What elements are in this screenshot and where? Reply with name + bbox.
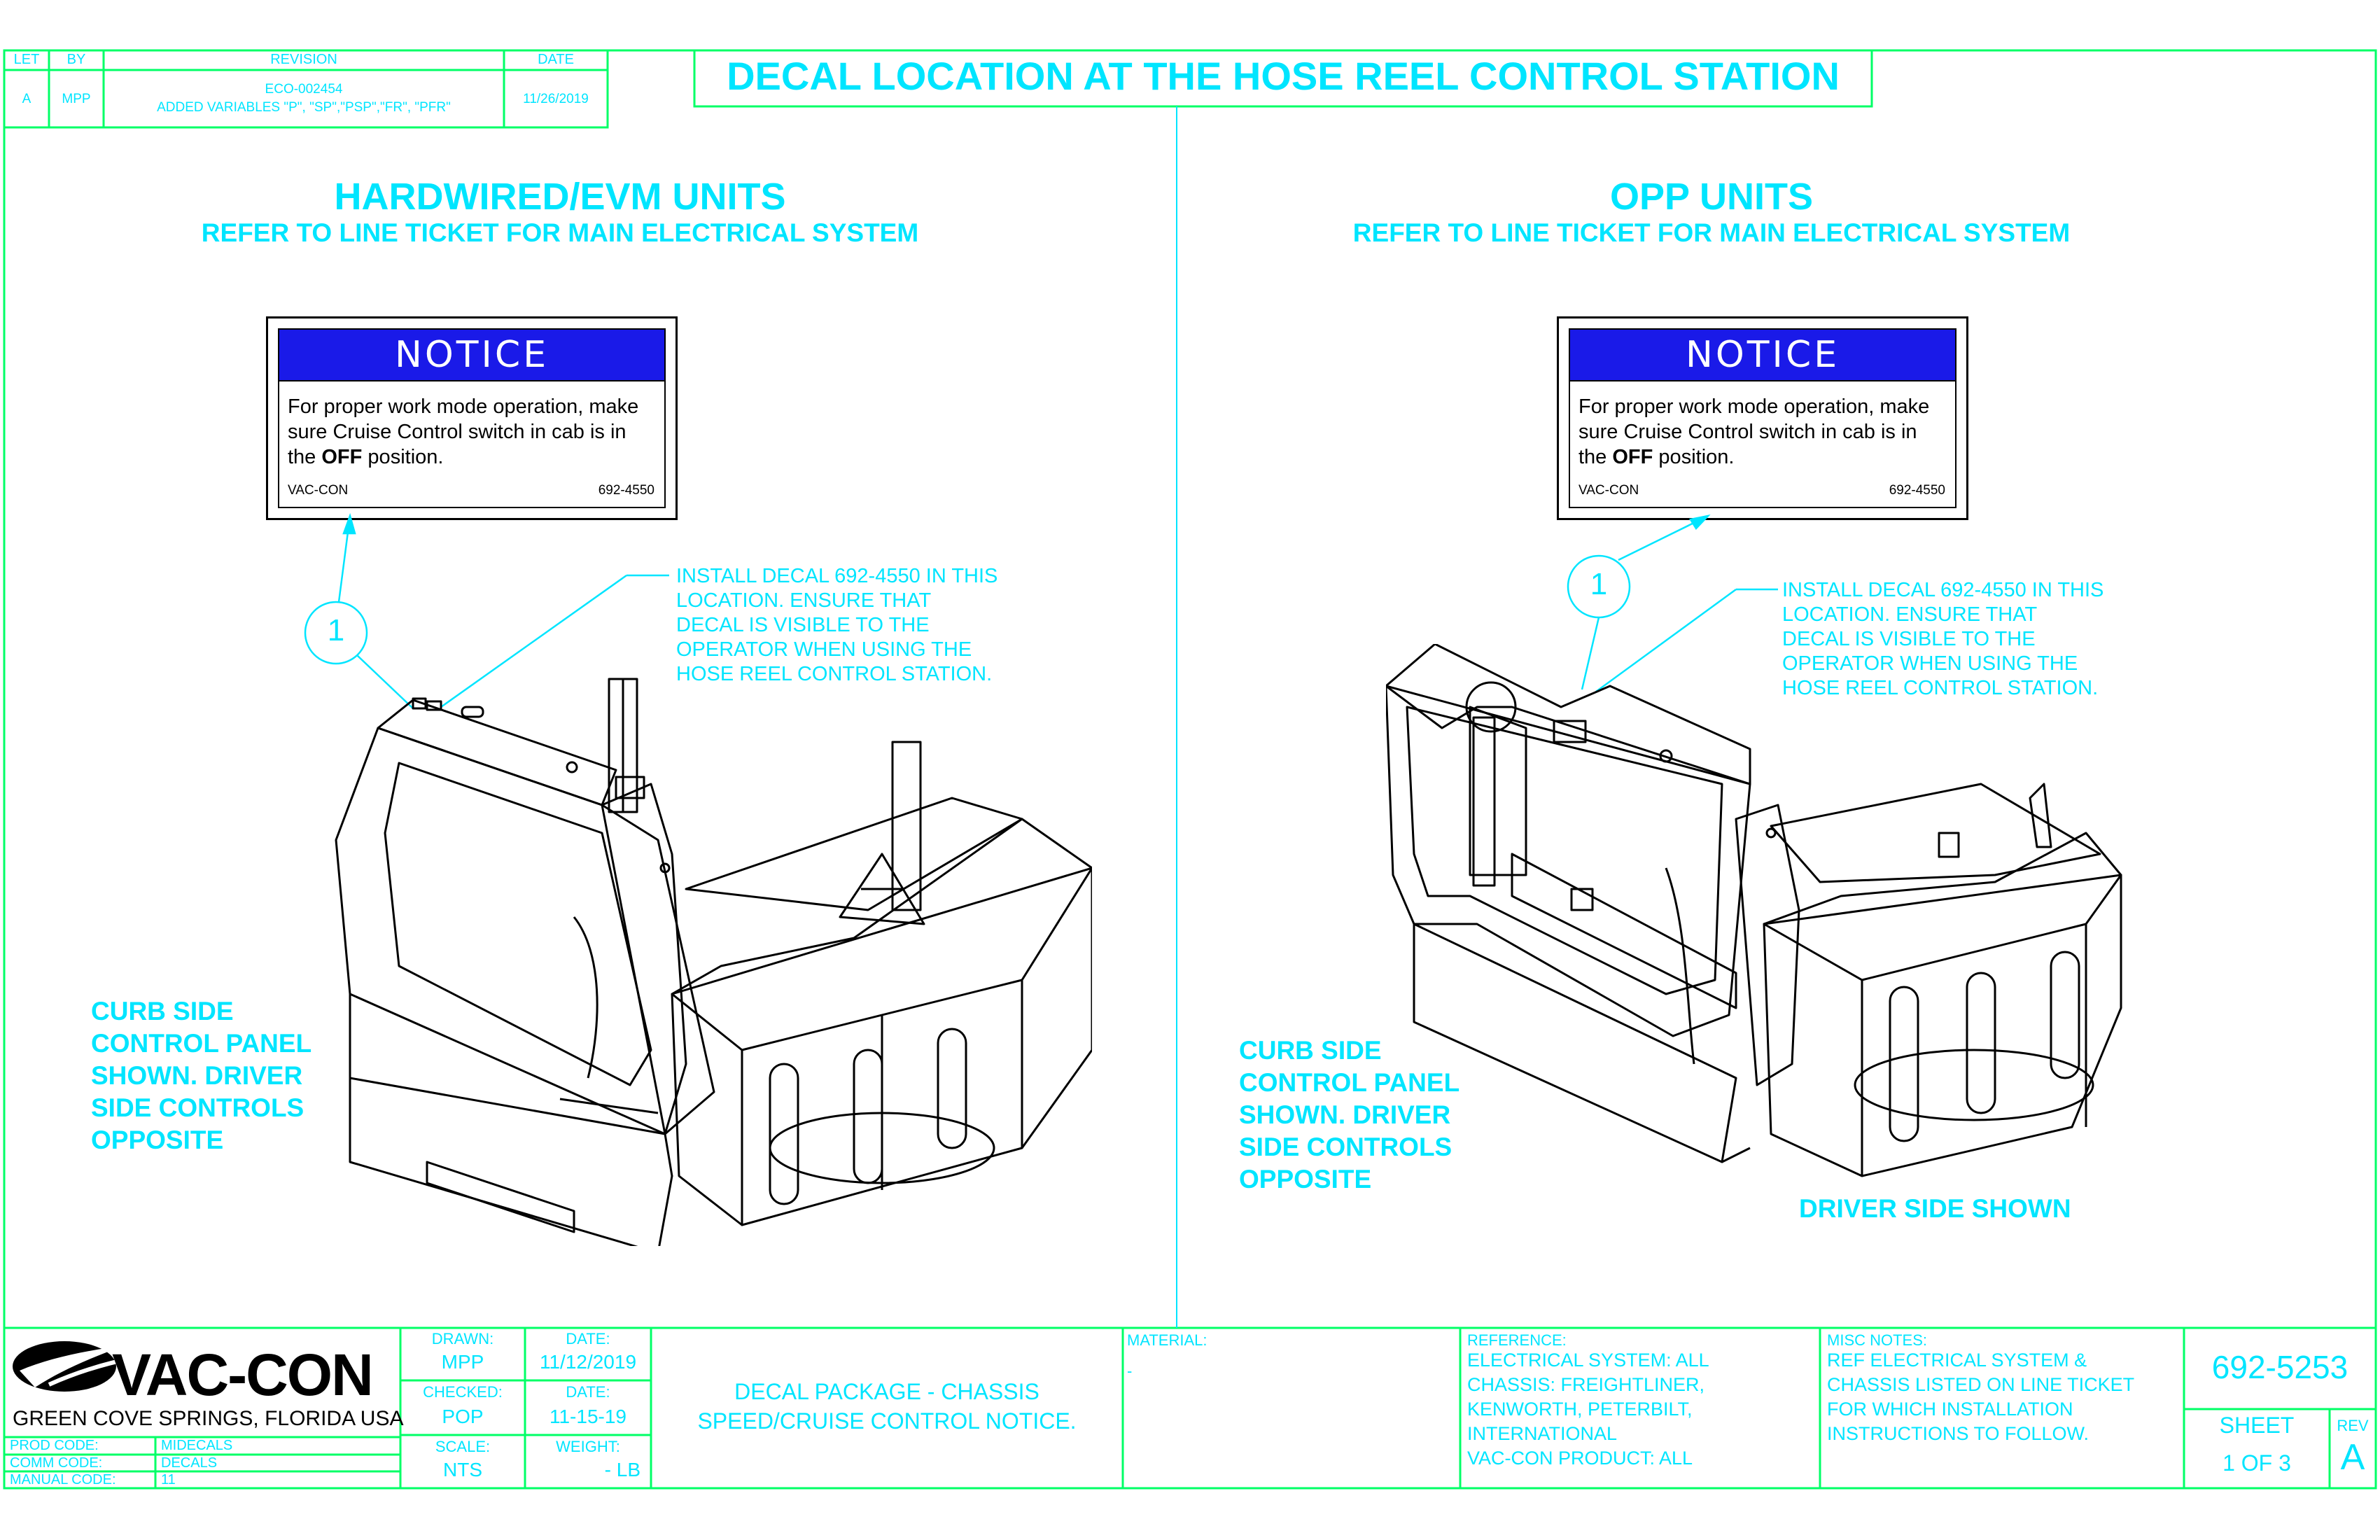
notice-brand: VAC-CON bbox=[1578, 483, 1639, 498]
notice-part-number: 692-4550 bbox=[1889, 483, 1945, 498]
rev-description-2: ADDED VARIABLES "P", "SP","PSP","FR", "P… bbox=[157, 100, 451, 115]
reference: ELECTRICAL SYSTEM: ALL CHASSIS: FREIGHTL… bbox=[1467, 1350, 1709, 1469]
comm-code: DECALS bbox=[161, 1455, 218, 1471]
callout-balloon-right: 1 bbox=[1590, 567, 1608, 601]
logo-wordmark: VAC-CON bbox=[112, 1342, 374, 1408]
rev-description-1: ECO-002454 bbox=[265, 82, 343, 97]
rev-header-revision: REVISION bbox=[270, 52, 337, 67]
right-subheading: REFER TO LINE TICKET FOR MAIN ELECTRICAL… bbox=[1352, 218, 2071, 247]
drawn-date: 11/12/2019 bbox=[539, 1351, 637, 1373]
driver-side-note: DRIVER SIDE SHOWN bbox=[1799, 1194, 2071, 1223]
material: - bbox=[1127, 1362, 1133, 1380]
checked-date-label: DATE: bbox=[566, 1383, 610, 1401]
notice-decal-right: NOTICE For proper work mode operation, m… bbox=[1557, 316, 1968, 520]
misc-notes: REF ELECTRICAL SYSTEM & CHASSIS LISTED O… bbox=[1827, 1350, 2135, 1444]
reference-label: REFERENCE: bbox=[1467, 1331, 1567, 1349]
left-heading: HARDWIRED/EVM UNITS bbox=[334, 176, 786, 218]
side-note-right: CURB SIDE CONTROL PANEL SHOWN. DRIVER SI… bbox=[1239, 1036, 1460, 1194]
right-heading: OPP UNITS bbox=[1609, 176, 1814, 218]
drawn-by: MPP bbox=[441, 1351, 484, 1373]
description-line-2: SPEED/CRUISE CONTROL NOTICE. bbox=[697, 1408, 1077, 1434]
control-station-drawing-left bbox=[335, 678, 1092, 1246]
rev-label: REV bbox=[2337, 1417, 2369, 1434]
rev-letter: A bbox=[2340, 1437, 2365, 1478]
company-location: GREEN COVE SPRINGS, FLORIDA USA bbox=[13, 1407, 404, 1430]
drawing-number: 692-5253 bbox=[2211, 1349, 2348, 1385]
drawn-date-label: DATE: bbox=[566, 1330, 610, 1348]
weight: - LB bbox=[604, 1459, 640, 1480]
weight-label: WEIGHT: bbox=[556, 1438, 620, 1455]
side-note-left: CURB SIDE CONTROL PANEL SHOWN. DRIVER SI… bbox=[91, 997, 312, 1154]
description-line-1: DECAL PACKAGE - CHASSIS bbox=[734, 1379, 1040, 1404]
notice-header: NOTICE bbox=[1570, 330, 1955, 382]
notice-message: For proper work mode operation, make sur… bbox=[288, 396, 639, 468]
notice-message: For proper work mode operation, make sur… bbox=[1578, 396, 1930, 468]
rev-by: MPP bbox=[62, 92, 91, 106]
rev-header-date: DATE bbox=[538, 52, 574, 67]
sheet-label: SHEET bbox=[2219, 1413, 2295, 1438]
notice-header: NOTICE bbox=[279, 330, 664, 382]
control-station-drawing-right bbox=[1386, 644, 2122, 1177]
callout-balloon-left: 1 bbox=[327, 613, 345, 648]
rev-date: 11/26/2019 bbox=[523, 92, 589, 106]
notice-decal-left: NOTICE For proper work mode operation, m… bbox=[266, 316, 678, 520]
manual-code-label: MANUAL CODE: bbox=[10, 1472, 116, 1488]
comm-code-label: COMM CODE: bbox=[10, 1455, 103, 1471]
checked-date: 11-15-19 bbox=[549, 1406, 626, 1427]
prod-code: MIDECALS bbox=[161, 1438, 233, 1453]
checked-label: CHECKED: bbox=[423, 1383, 503, 1401]
sheet-number: 1 OF 3 bbox=[2222, 1450, 2291, 1476]
notice-part-number: 692-4550 bbox=[598, 483, 654, 498]
prod-code-label: PROD CODE: bbox=[10, 1438, 99, 1453]
drawn-label: DRAWN: bbox=[431, 1330, 494, 1348]
vac-con-logo bbox=[13, 1341, 134, 1392]
scale: NTS bbox=[443, 1459, 482, 1480]
rev-header-by: BY bbox=[66, 52, 86, 67]
misc-notes-label: MISC NOTES: bbox=[1827, 1331, 1928, 1349]
rev-let: A bbox=[22, 92, 31, 106]
rev-header-let: LET bbox=[13, 52, 40, 67]
page-title: DECAL LOCATION AT THE HOSE REEL CONTROL … bbox=[727, 54, 1840, 98]
install-note-left: INSTALL DECAL 692-4550 IN THIS LOCATION.… bbox=[676, 565, 998, 685]
checked-by: POP bbox=[442, 1406, 484, 1427]
left-subheading: REFER TO LINE TICKET FOR MAIN ELECTRICAL… bbox=[201, 218, 919, 247]
scale-label: SCALE: bbox=[435, 1438, 491, 1455]
notice-brand: VAC-CON bbox=[288, 483, 349, 498]
material-label: MATERIAL: bbox=[1127, 1331, 1208, 1349]
install-note-right: INSTALL DECAL 692-4550 IN THIS LOCATION.… bbox=[1782, 579, 2104, 699]
manual-code: 11 bbox=[161, 1472, 176, 1488]
